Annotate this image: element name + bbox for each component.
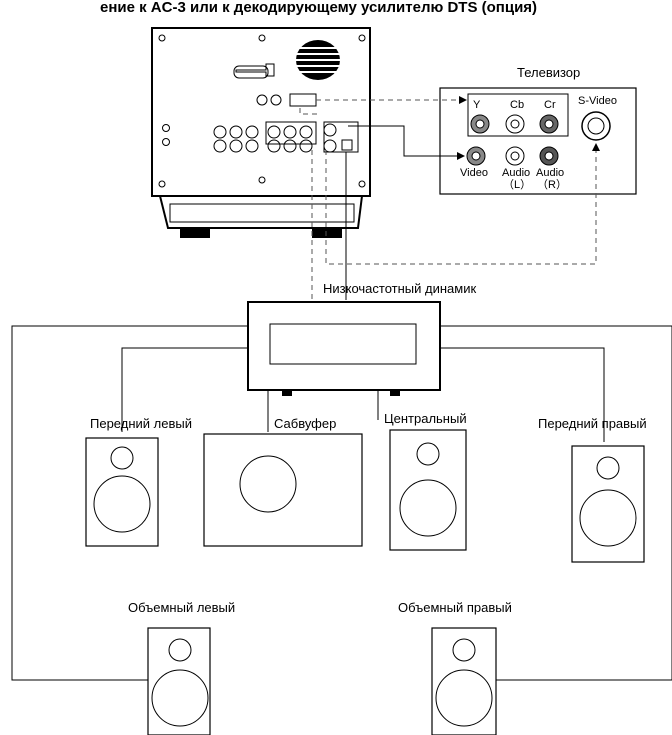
- woofer-unit-foot: [390, 390, 400, 396]
- jack-icon: [270, 94, 282, 106]
- woofer-unit-foot: [282, 390, 292, 396]
- jack-y-icon: [470, 114, 490, 134]
- fan-grille-icon: [296, 40, 340, 80]
- coax-port: [341, 139, 353, 151]
- tv-label-audio-r-side: （R）: [537, 178, 567, 191]
- digital-out-group: [323, 121, 359, 153]
- speaker-front-right: Передний правый: [538, 416, 647, 563]
- cables: [299, 96, 600, 300]
- tv-label-audio-l: Audio: [502, 167, 530, 179]
- screw-icon: [158, 180, 166, 188]
- component-group: [467, 93, 569, 137]
- speaker-surround-left: Объемный левый: [128, 600, 235, 735]
- jack-svideo-icon: [581, 111, 611, 141]
- woofer-unit-label: Низкочастотный динамик: [323, 281, 476, 296]
- scart-port: [233, 65, 269, 79]
- player-base: [158, 195, 364, 229]
- speaker-front-right-label: Передний правый: [538, 416, 647, 431]
- speaker-center-label: Центральный: [384, 411, 467, 426]
- diagram-title: ение к AC-3 или к декодирующему усилител…: [100, 0, 537, 16]
- dvd-player: [151, 27, 371, 238]
- tv-label-audio-r: Audio: [536, 167, 564, 179]
- component-jack-group: [265, 121, 317, 145]
- woofer-unit: Низкочастотный динамик: [247, 281, 476, 396]
- jack-audio-r-icon: [539, 146, 559, 166]
- jack-icon: [256, 94, 268, 106]
- tv-label-svideo: S-Video: [578, 95, 617, 107]
- jack-cb-icon: [505, 114, 525, 134]
- jack-icon: [162, 124, 170, 132]
- tv-label-video: Video: [460, 167, 488, 179]
- speaker-front-left-label: Передний левый: [90, 416, 192, 431]
- speaker-subwoofer: Сабвуфер: [203, 416, 363, 547]
- screw-icon: [158, 34, 166, 42]
- jack-video-icon: [466, 146, 486, 166]
- scart-connector-icon: [235, 63, 275, 77]
- speaker-center: Центральный: [384, 411, 467, 551]
- rca-jack-row-top: [213, 123, 337, 139]
- player-base-panel: [169, 203, 355, 223]
- tv-label-cr: Cr: [544, 99, 556, 111]
- speaker-front-left: Передний левый: [85, 416, 192, 547]
- tv-label-cb: Cb: [510, 99, 524, 111]
- woofer-unit-display: [269, 323, 417, 365]
- tv-panel: Телевизор Y Cb Cr S-Video Video Audio: [439, 65, 637, 195]
- screw-icon: [358, 180, 366, 188]
- tv-title: Телевизор: [517, 65, 580, 80]
- player-foot: [180, 228, 210, 238]
- jack-icon: [162, 138, 170, 146]
- speaker-surround-right: Объемный правый: [398, 600, 512, 735]
- player-foot: [312, 228, 342, 238]
- tv-label-y: Y: [473, 99, 481, 111]
- screw-icon: [258, 34, 266, 42]
- woofer-unit-box: [247, 301, 441, 391]
- jack-audio-l-icon: [505, 146, 525, 166]
- tv-box: [439, 87, 637, 195]
- tv-label-audio-l-side: （L）: [503, 178, 531, 191]
- speaker-surround-left-label: Объемный левый: [128, 600, 235, 615]
- speaker-subwoofer-label: Сабвуфер: [274, 416, 336, 431]
- screw-icon: [258, 176, 266, 184]
- screw-icon: [358, 34, 366, 42]
- speaker-surround-right-label: Объемный правый: [398, 600, 512, 615]
- speaker-wiring: [11, 325, 672, 681]
- jack-cr-icon: [539, 114, 559, 134]
